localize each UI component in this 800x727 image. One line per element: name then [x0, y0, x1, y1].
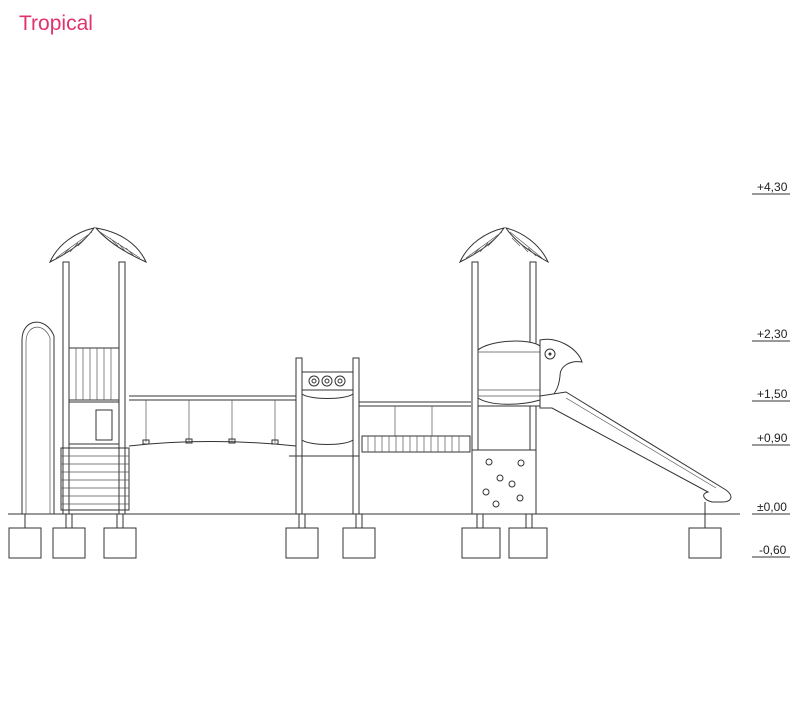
climbing-wall	[471, 449, 537, 515]
leaf-roof	[48, 227, 96, 264]
elevation-marker: +0,90	[752, 431, 790, 446]
elevation-marker: +2,30	[752, 327, 790, 342]
foundation-block	[103, 527, 137, 559]
foundation-block	[285, 527, 319, 559]
elevation-marker: +1,50	[752, 387, 790, 402]
elevation-label: +0,90	[757, 431, 788, 445]
middle-tower	[289, 357, 360, 515]
foundations	[8, 502, 722, 559]
foundation-block	[461, 527, 501, 559]
elevation-label: +2,30	[757, 327, 788, 341]
leaf-roof	[458, 227, 506, 264]
elevation-marker: ±0,00	[752, 500, 790, 515]
elevation-marker: -0,60	[752, 543, 790, 558]
bird-head	[539, 338, 583, 401]
elevation-label: -0,60	[759, 543, 787, 557]
foundation-block	[8, 527, 42, 559]
elevation-marker: +4,30	[752, 180, 790, 195]
left-tower	[21, 227, 147, 515]
bridge-right	[359, 401, 471, 453]
slide	[539, 338, 732, 503]
elevation-label: ±0,00	[757, 500, 787, 514]
foundation-block	[52, 527, 86, 559]
right-tower	[458, 227, 550, 515]
foundation-block	[342, 527, 376, 559]
elevation-label: +1,50	[757, 387, 788, 401]
foundation-block	[688, 527, 722, 559]
elevation-label: +4,30	[757, 180, 788, 194]
elevation-scale: +4,30 +2,30 +1,50 +0,90 ±0,00 -0,60	[752, 180, 790, 558]
foundation-block	[508, 527, 548, 559]
rope-bridge-left	[128, 395, 297, 447]
product-title: Tropical	[19, 12, 93, 35]
